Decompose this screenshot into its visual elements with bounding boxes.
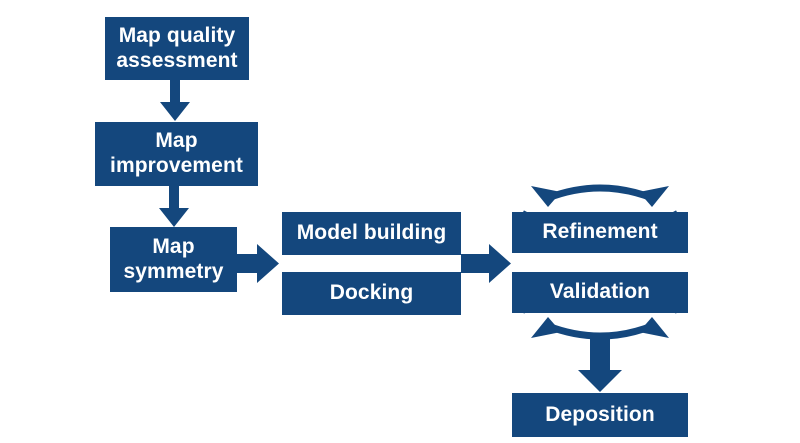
node-map-quality-assessment-line1: Map quality (118, 23, 236, 47)
connector-symmetry-to-building (237, 244, 279, 283)
node-map-symmetry-line2: symmetry (123, 259, 224, 283)
node-map-symmetry-line1: Map (152, 234, 195, 258)
node-map-quality-assessment[interactable]: Map quality assessment (105, 17, 249, 80)
connector-building-to-refinement (461, 244, 511, 283)
node-deposition-label: Deposition (545, 402, 655, 426)
connector-cycle-to-deposition (578, 334, 622, 392)
node-refinement-label: Refinement (542, 220, 658, 244)
node-map-improvement[interactable]: Map improvement (95, 122, 258, 186)
node-refinement[interactable]: Refinement (512, 212, 688, 253)
node-model-building[interactable]: Model building (282, 212, 461, 255)
connector-cycle-bottom-arc (531, 317, 669, 340)
node-map-symmetry[interactable]: Map symmetry (110, 227, 237, 292)
node-validation-label: Validation (549, 280, 651, 304)
node-docking-label: Docking (329, 281, 414, 305)
node-map-quality-assessment-line2: assessment (116, 48, 238, 72)
connector-cycle-top-arc (531, 184, 669, 207)
node-deposition[interactable]: Deposition (512, 393, 688, 437)
node-validation[interactable]: Validation (512, 272, 688, 313)
node-docking[interactable]: Docking (282, 272, 461, 315)
node-model-building-label: Model building (296, 221, 447, 245)
node-map-improvement-line2: improvement (110, 154, 243, 177)
connector-quality-to-improvement (160, 80, 190, 121)
connector-improvement-to-symmetry (159, 186, 189, 227)
node-map-improvement-line1: Map (155, 129, 198, 153)
